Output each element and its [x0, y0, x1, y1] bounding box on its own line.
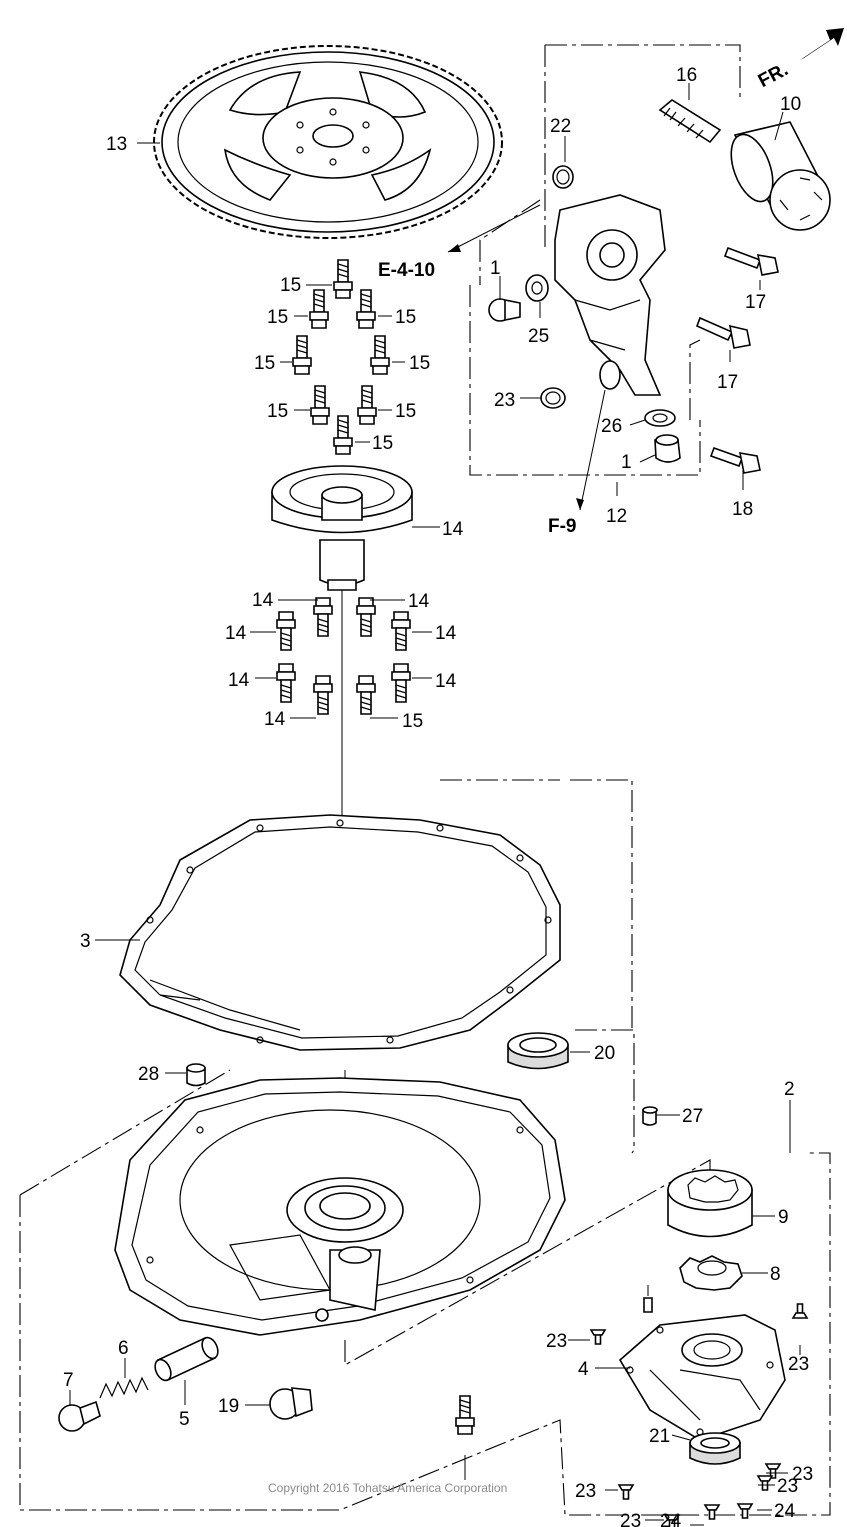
callout-14-7: 14	[264, 709, 286, 730]
oring-22a	[552, 165, 574, 189]
housing-gasket	[119, 814, 561, 1051]
copyright-text: Copyright 2016 Tohatsu America Corporati…	[268, 1481, 507, 1495]
callout-24a: 25	[528, 326, 549, 347]
callout-17a: 17	[745, 292, 766, 313]
washer-24a	[525, 274, 549, 302]
callout-23-6: 23	[620, 1511, 641, 1527]
callout-15-7: 15	[395, 401, 416, 422]
callout-14-2: 14	[408, 591, 430, 612]
callout-20: 20	[594, 1043, 615, 1064]
callout-22b: 23	[494, 390, 515, 411]
bolt-27	[455, 1395, 475, 1435]
plug-19	[269, 1387, 313, 1420]
callout-19: 19	[218, 1396, 239, 1417]
callout-labels: 13 16 10 22 E-4-10 1 25 17 17 23 26 1 18…	[63, 65, 813, 1527]
callout-14-8: 15	[402, 711, 423, 732]
transmission-housing	[114, 1077, 566, 1336]
callout-23-3: 23	[792, 1464, 813, 1485]
callout-15-1: 15	[280, 275, 301, 296]
washer-24b	[644, 409, 676, 427]
dowel-pin-26	[186, 1063, 206, 1087]
callout-14-5: 14	[228, 670, 250, 691]
inner-rotor-8	[679, 1255, 743, 1291]
pin-28	[643, 1297, 653, 1313]
fr-label: FR.	[755, 59, 792, 92]
bolt-18	[709, 446, 761, 474]
callout-23-2: 23	[788, 1354, 809, 1375]
callout-15-4: 15	[254, 353, 275, 374]
bolt-17a	[723, 246, 779, 276]
callout-14-6: 14	[435, 671, 457, 692]
callout-15-8: 15	[372, 433, 393, 454]
kit-boundary-lines	[19, 44, 831, 1516]
ref-arrows	[447, 204, 606, 511]
flywheel-hub	[271, 465, 413, 591]
bolt-17b	[695, 316, 751, 349]
callout-13: 14	[442, 519, 464, 540]
callout-12: 13	[106, 134, 127, 155]
flywheel-ring-gear	[153, 45, 503, 239]
callout-8: 8	[770, 1264, 781, 1285]
callout-14-4: 14	[435, 623, 457, 644]
callout-24b: 26	[601, 416, 622, 437]
relief-valve-5	[154, 1336, 219, 1382]
callout-18: 18	[732, 499, 753, 520]
callout-14-3: 14	[225, 623, 247, 644]
oil-filter-10	[730, 121, 831, 231]
leader-lines	[69, 83, 801, 1526]
callout-23-4: 23	[575, 1481, 596, 1502]
callout-16: 16	[676, 65, 697, 86]
plug-1a	[488, 298, 521, 322]
dowel-pin-25	[642, 1106, 658, 1126]
callout-6: 6	[118, 1338, 129, 1359]
pump-cover-4	[618, 1314, 786, 1441]
callout-23-5: 23	[777, 1476, 798, 1497]
callout-10: 10	[780, 94, 801, 115]
callout-5: 5	[179, 1409, 190, 1430]
callout-23-8: 24	[660, 1511, 682, 1527]
oil-seal-20	[507, 1032, 569, 1070]
callout-2: 2	[784, 1079, 795, 1100]
callout-15-3: 15	[395, 307, 416, 328]
plug-7	[58, 1400, 101, 1432]
stud-16	[658, 99, 722, 144]
plug-1b	[654, 434, 681, 463]
callout-9: 9	[778, 1207, 789, 1228]
callout-21: 21	[649, 1426, 670, 1447]
callout-25: 27	[682, 1106, 703, 1127]
outer-rotor-9	[667, 1169, 753, 1238]
bolt-group-15	[292, 259, 390, 455]
callout-15-5: 15	[409, 353, 430, 374]
callout-1b: 1	[621, 452, 632, 473]
callout-15-6: 15	[267, 401, 288, 422]
callout-11: 12	[606, 506, 627, 527]
callout-1a: 1	[490, 258, 501, 279]
callout-4: 4	[578, 1359, 589, 1380]
ref-f-9: F-9	[548, 516, 577, 537]
spring-6	[99, 1376, 149, 1399]
oring-22b	[540, 387, 566, 409]
callout-26: 28	[138, 1064, 159, 1085]
callout-15-2: 15	[267, 307, 288, 328]
oil-pump-body	[554, 194, 666, 396]
callout-3: 3	[80, 931, 91, 952]
ref-e-4-10: E-4-10	[378, 260, 435, 281]
callout-14-1: 14	[252, 590, 274, 611]
callout-23-1: 23	[546, 1331, 567, 1352]
callout-7: 7	[63, 1370, 74, 1391]
callout-23-7: 24	[774, 1501, 796, 1522]
front-direction-arrow: FR.	[755, 28, 844, 92]
callout-22a: 22	[550, 116, 571, 137]
callout-17b: 17	[717, 372, 738, 393]
bolt-group-14	[276, 597, 411, 715]
oil-seal-21	[689, 1432, 741, 1465]
